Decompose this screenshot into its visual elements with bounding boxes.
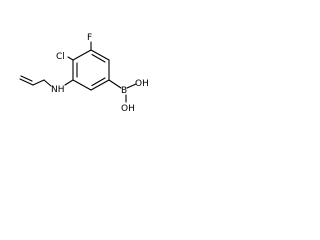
c-n-bond: [64, 79, 74, 86]
n-ch2-bond: [43, 79, 52, 87]
ring-bond: [72, 49, 92, 61]
ring-double-bond: [91, 53, 106, 63]
ch-ch2-double-bond: [19, 78, 34, 86]
boron-label: B: [121, 86, 127, 96]
c-b-bond: [108, 79, 122, 89]
ch2-ch-bond: [32, 79, 45, 86]
molecule-diagram: F Cl B OH OH NH: [19, 33, 149, 114]
ring-bond: [90, 49, 110, 61]
hydroxyl-upper-label: OH: [135, 79, 149, 89]
ring-bond: [72, 79, 92, 91]
benzene-ring: [72, 49, 110, 91]
c-cl-bond: [67, 56, 74, 61]
b-oh-bond: [126, 83, 137, 89]
chlorine-label: Cl: [56, 52, 65, 62]
ring-bond: [90, 79, 110, 91]
ch-ch2-double-bond: [20, 75, 33, 82]
ring-double-bond: [91, 77, 106, 87]
structure-canvas: F Cl B OH OH NH: [0, 0, 152, 152]
amine-label: NH: [51, 85, 65, 95]
fluorine-label: F: [87, 33, 92, 43]
hydroxyl-lower-label: OH: [121, 104, 135, 114]
